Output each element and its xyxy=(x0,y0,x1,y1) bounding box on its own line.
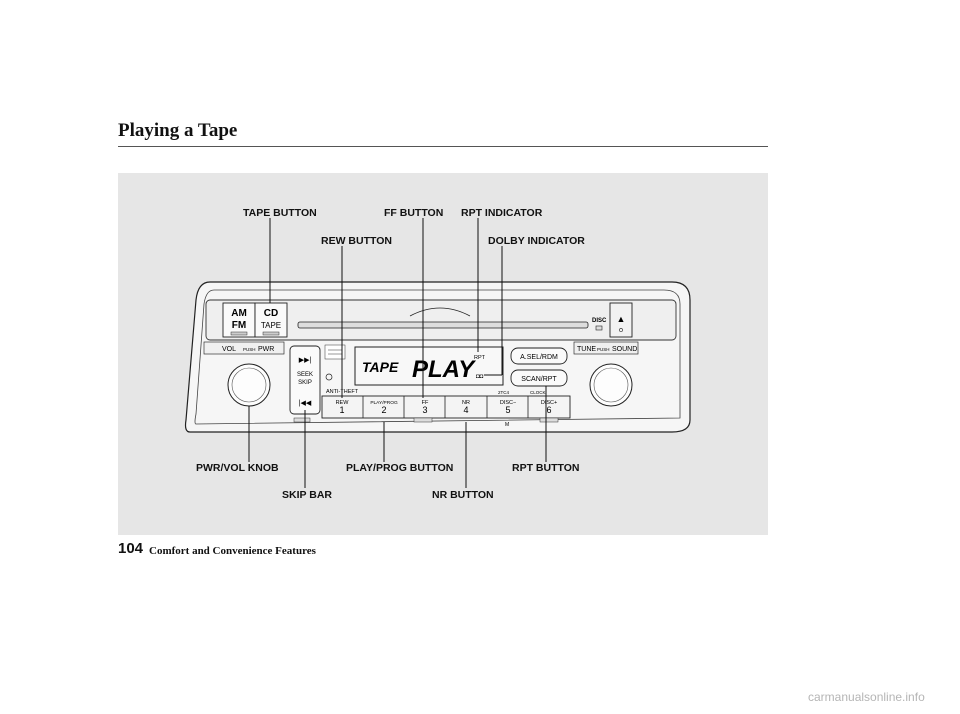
tune-knob[interactable] xyxy=(589,363,633,407)
preset-row xyxy=(321,395,571,419)
tape-slot xyxy=(297,321,589,329)
callout-tape-button: TAPE BUTTON xyxy=(243,207,317,219)
preset-label-3: FF xyxy=(422,400,429,406)
title-rule xyxy=(118,146,768,147)
preset-buttons: REW 1 PLAY/PROG 2 FF 3 NR 4 DISC− 5 DISC… xyxy=(336,396,557,418)
lcd-display xyxy=(354,346,504,386)
leader-lines xyxy=(248,218,547,488)
preset-number-1: 1 xyxy=(339,405,344,415)
vol-pwr-label: PWR xyxy=(258,346,274,353)
radio-inner-bezel xyxy=(194,289,681,425)
callout-pwr-vol-knob: PWR/VOL KNOB xyxy=(196,462,279,474)
preset-sub-left: 2TC4 xyxy=(498,390,510,395)
preset-label-6: DISC+ xyxy=(541,400,557,406)
preset-label-1: REW xyxy=(336,400,350,406)
preset-label-5: DISC− xyxy=(500,400,516,406)
preset-sub-right: CLOCK xyxy=(530,390,546,395)
asel-rdm-button[interactable] xyxy=(510,347,568,365)
disc-label: DISC xyxy=(592,318,607,324)
fm-label: FM xyxy=(232,320,246,331)
watermark: carmanualsonline.info xyxy=(808,690,925,704)
bottom-slot-left xyxy=(293,417,311,423)
dolby-logo xyxy=(324,344,346,360)
preset-m-label: M xyxy=(505,422,509,428)
am-fm-indicator xyxy=(230,331,248,336)
preset-button-4[interactable]: NR 4 xyxy=(462,396,488,418)
dolby-indicator: ◘◘ xyxy=(476,374,484,380)
display-mode-text: TAPE xyxy=(362,359,399,375)
seek-label: SEEK xyxy=(297,372,313,378)
preset-number-4: 4 xyxy=(463,405,468,415)
cd-label: CD xyxy=(264,308,278,319)
am-label: AM xyxy=(231,308,247,319)
tune-push-label: PUSH xyxy=(597,347,610,352)
preset-label-2: PLAY/PROG xyxy=(370,400,398,406)
callout-play-prog-button: PLAY/PROG BUTTON xyxy=(346,462,454,474)
eject-dot xyxy=(619,328,623,332)
anti-theft-led xyxy=(325,373,333,381)
callout-skip-bar: SKIP BAR xyxy=(282,489,332,501)
preset-button-6[interactable]: DISC+ 6 xyxy=(541,400,557,415)
cd-slot-curve xyxy=(409,307,471,317)
seek-down-icon: |◀◀ xyxy=(299,400,312,407)
seek-up-icon: ▶▶| xyxy=(299,357,312,364)
preset-number-2: 2 xyxy=(381,405,386,415)
tape-label: TAPE xyxy=(261,321,281,330)
asel-rdm-label: A.SEL/RDM xyxy=(520,354,558,361)
top-strip xyxy=(205,299,677,341)
bottom-slot-right xyxy=(539,417,559,423)
vol-label-bar xyxy=(203,341,285,355)
tune-label: TUNE xyxy=(577,346,596,353)
callout-rpt-indicator: RPT INDICATOR xyxy=(461,207,543,219)
scan-rpt-label: SCAN/RPT xyxy=(521,376,557,383)
callout-dolby-indicator: DOLBY INDICATOR xyxy=(488,235,585,247)
preset-label-4: NR xyxy=(462,400,470,406)
display-status-text: PLAY xyxy=(412,356,476,383)
section-name: Comfort and Convenience Features xyxy=(149,545,316,557)
sound-label: SOUND xyxy=(612,346,637,353)
preset-button-1[interactable]: REW 1 xyxy=(336,396,364,418)
tune-knob-inner xyxy=(593,367,629,403)
am-fm-button[interactable] xyxy=(222,302,256,338)
preset-button-2[interactable]: PLAY/PROG 2 xyxy=(370,396,405,418)
preset-button-5[interactable]: DISC− 5 xyxy=(500,396,529,418)
preset-number-3: 3 xyxy=(422,405,427,415)
rpt-indicator: RPT xyxy=(474,355,486,361)
tape-button[interactable] xyxy=(254,302,288,338)
callout-rpt-button: RPT BUTTON xyxy=(512,462,580,474)
page-title: Playing a Tape xyxy=(118,120,238,141)
vol-label: VOL xyxy=(222,346,236,353)
eject-icon: ▲ xyxy=(617,314,626,324)
pwr-vol-knob[interactable] xyxy=(227,363,271,407)
vol-push-label: PUSH xyxy=(243,347,256,352)
eject-button[interactable] xyxy=(609,302,633,338)
preset-number-5: 5 xyxy=(505,405,510,415)
preset-button-3[interactable]: FF 3 xyxy=(422,396,446,418)
callout-ff-button: FF BUTTON xyxy=(384,207,444,219)
bottom-slot-ff xyxy=(413,417,433,423)
tune-label-bar xyxy=(573,341,639,355)
page-number: 104 xyxy=(118,540,144,557)
scan-rpt-button[interactable] xyxy=(510,369,568,387)
preset-number-6: 6 xyxy=(546,405,551,415)
callout-nr-button: NR BUTTON xyxy=(432,489,494,501)
skip-label: SKIP xyxy=(298,380,312,386)
callout-rew-button: REW BUTTON xyxy=(321,235,392,247)
tape-indicator xyxy=(262,331,280,336)
disc-indicator xyxy=(595,325,603,331)
pwr-vol-knob-inner xyxy=(231,367,267,403)
